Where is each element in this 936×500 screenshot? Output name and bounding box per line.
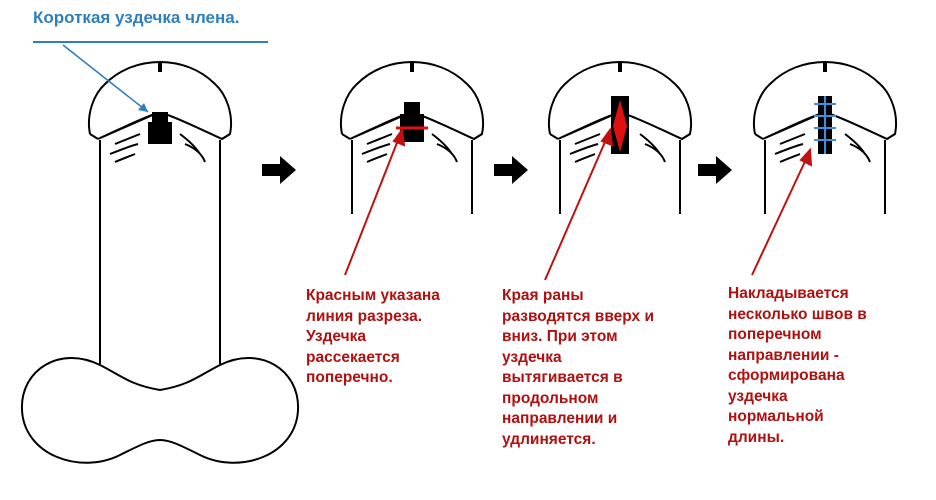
caption-line: уздечка bbox=[728, 387, 788, 405]
step-3-caption: Накладывается несколько швов в поперечно… bbox=[728, 284, 867, 448]
figure-incision bbox=[339, 61, 485, 214]
caption-line: Накладывается bbox=[728, 285, 849, 302]
caption-line: рассекается bbox=[306, 348, 400, 366]
step-arrow bbox=[262, 156, 296, 184]
caption-line: уздечка bbox=[502, 348, 562, 366]
caption-line: продольном bbox=[502, 389, 599, 407]
caption-line: направлении - bbox=[728, 346, 839, 364]
caption-line: поперечно. bbox=[306, 369, 393, 386]
diagram-title: Короткая уздечка члена. bbox=[33, 8, 240, 27]
title-pointer-arrow bbox=[62, 44, 149, 113]
step-arrow bbox=[494, 156, 528, 184]
caption-line: удлиняется. bbox=[502, 430, 596, 448]
caption-pointers bbox=[344, 127, 813, 281]
figure-sutured bbox=[752, 61, 898, 214]
caption-line: вытягивается в bbox=[502, 369, 623, 386]
figure-short-frenulum bbox=[87, 61, 233, 364]
caption-line: направлении и bbox=[502, 410, 618, 427]
caption-line: линия разреза. bbox=[306, 307, 423, 325]
caption-line: Красным указана bbox=[306, 287, 440, 304]
step-2-caption: Края раны разводятся вверх и вниз. При э… bbox=[502, 286, 654, 450]
caption-line: сформирована bbox=[728, 367, 845, 384]
caption-line: разводятся вверх и bbox=[502, 307, 655, 325]
step-arrow bbox=[698, 156, 732, 184]
caption-line: нормальной bbox=[728, 408, 824, 425]
caption-line: вниз. При этом bbox=[502, 328, 618, 345]
scrotum bbox=[20, 356, 300, 464]
caption-line: Края раны bbox=[502, 287, 584, 304]
step-1-caption: Красным указана линия разреза. Уздечка р… bbox=[306, 286, 440, 389]
caption-line: длины. bbox=[728, 428, 785, 446]
caption-line: поперечном bbox=[728, 326, 822, 343]
caption-line: Уздечка bbox=[306, 328, 367, 345]
figure-wound-spread bbox=[547, 61, 693, 214]
caption-line: несколько швов в bbox=[728, 305, 867, 323]
